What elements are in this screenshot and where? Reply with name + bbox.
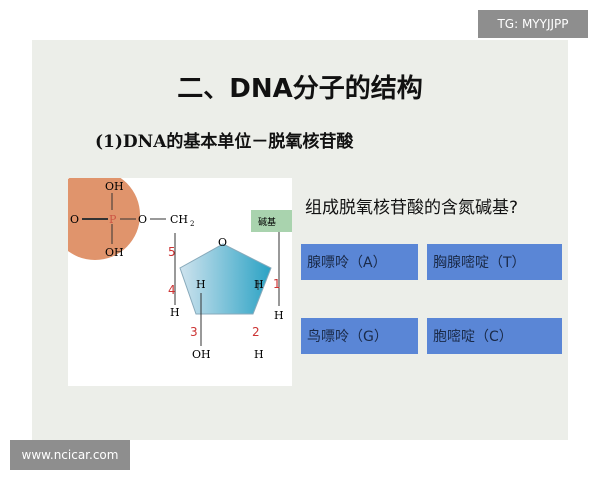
o-left: O <box>70 213 79 226</box>
svg-text:5: 5 <box>168 245 176 259</box>
svg-text:H: H <box>254 278 264 291</box>
svg-text:2: 2 <box>252 325 260 339</box>
oh-top: OH <box>105 180 124 193</box>
svg-text:4: 4 <box>168 283 176 297</box>
o-right: O <box>138 213 147 226</box>
svg-text:H: H <box>196 278 206 291</box>
option-thymine[interactable]: 胸腺嘧啶（T） <box>427 244 562 280</box>
svg-text:H: H <box>274 309 284 322</box>
oh-bottom: OH <box>105 246 124 259</box>
svg-text:2: 2 <box>190 220 194 228</box>
watermark-bottom: www.ncicar.com <box>10 440 130 470</box>
svg-text:O: O <box>218 236 227 249</box>
phosphate-circle <box>50 170 140 260</box>
slide-title: 二、DNA分子的结构 <box>177 74 423 104</box>
watermark-top: TG: MYYJJPP <box>478 10 588 38</box>
option-cytosine[interactable]: 胞嘧啶（C） <box>427 318 562 354</box>
svg-text:1: 1 <box>273 277 281 291</box>
p-atom: P <box>109 213 117 226</box>
svg-text:H: H <box>254 348 264 361</box>
svg-text:H: H <box>170 306 180 319</box>
option-guanine[interactable]: 鸟嘌呤（G） <box>301 318 418 354</box>
ch2: CH <box>170 213 188 226</box>
base-label: 碱基 <box>258 216 276 228</box>
question: 组成脱氧核苷酸的含氮碱基? <box>305 198 519 218</box>
slide-subtitle: (1)DNA的基本单位－脱氧核苷酸 <box>95 132 354 152</box>
sugar-ring <box>179 243 272 315</box>
option-adenine[interactable]: 腺嘌呤（A） <box>301 244 418 280</box>
svg-text:OH: OH <box>192 348 211 361</box>
svg-text:3: 3 <box>190 325 198 339</box>
